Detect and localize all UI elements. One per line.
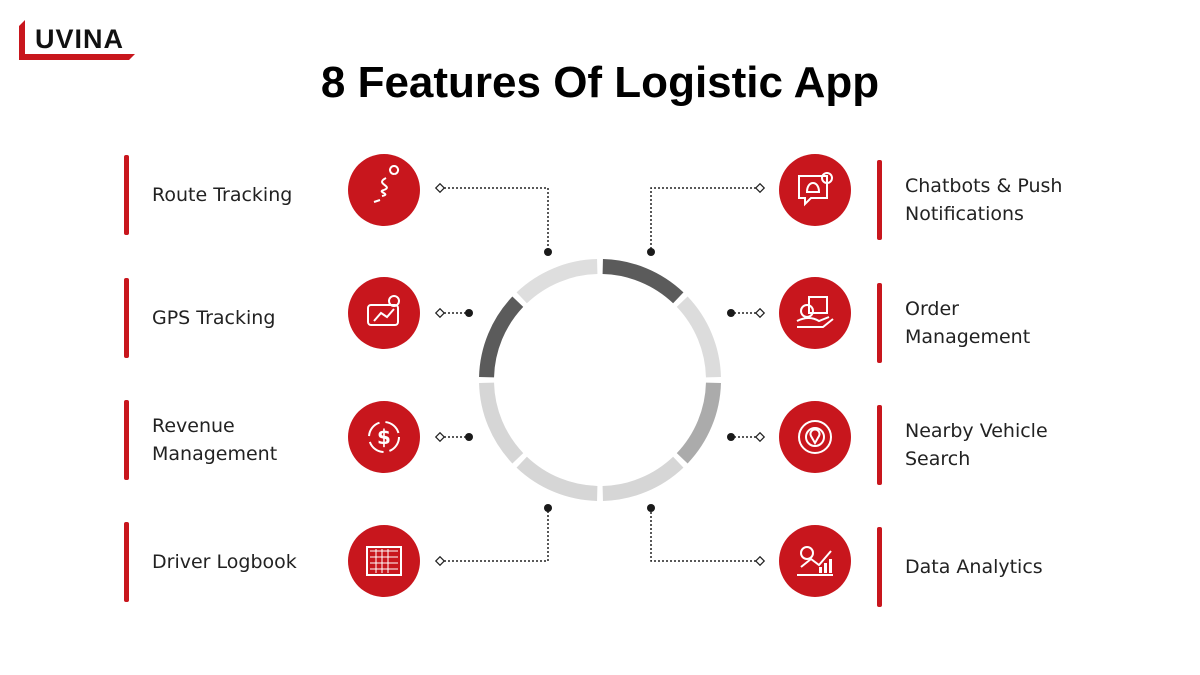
- connector-diamond: [434, 182, 446, 194]
- accent-bar: [124, 400, 129, 480]
- accent-bar: [877, 527, 882, 607]
- feature-label: Chatbots & Push Notifications: [905, 175, 1063, 225]
- connector-dot: [727, 309, 735, 317]
- feature-label: Route Tracking: [152, 184, 293, 206]
- connector-line: [650, 508, 760, 562]
- connector-diamond: [434, 307, 446, 319]
- ring-segment: [602, 259, 684, 304]
- feature-item: Driver Logbook: [0, 522, 1200, 602]
- connector-diamond: [434, 431, 446, 443]
- feature-item: Nearby Vehicle Search: [0, 405, 1200, 485]
- ring-segment: [516, 456, 598, 501]
- page-title: 8 Features Of Logistic App: [320, 58, 880, 107]
- connector-dot: [647, 504, 655, 512]
- accent-bar: [124, 278, 129, 358]
- connector-dot: [465, 433, 473, 441]
- accent-bar: [877, 283, 882, 363]
- accent-bar: [124, 522, 129, 602]
- connector-line: [440, 508, 549, 562]
- radar-location-icon: [779, 401, 851, 473]
- connector-diamond: [434, 555, 446, 567]
- accent-bar: [877, 160, 882, 240]
- connector-diamond: [754, 307, 766, 319]
- center-ring: [479, 259, 721, 501]
- connector-diamond: [754, 182, 766, 194]
- connector-diamond: [754, 431, 766, 443]
- feature-item: Revenue Management: [0, 400, 1200, 480]
- ring-segment: [479, 296, 524, 378]
- ring-segment: [602, 456, 684, 501]
- feature-label: GPS Tracking: [152, 307, 276, 329]
- connector-diamond: [754, 555, 766, 567]
- connector-line: [650, 187, 760, 252]
- feature-item: Route Tracking: [0, 155, 1200, 235]
- feature-label: Order Management: [905, 298, 1031, 348]
- ring-segment: [516, 259, 598, 304]
- feature-label: Data Analytics: [905, 556, 1043, 578]
- accent-bar: [877, 405, 882, 485]
- feature-item: Order Management: [0, 283, 1200, 363]
- package-hand-icon: [779, 277, 851, 349]
- chat-bell-icon: [779, 154, 851, 226]
- luvina-logo: UVINA: [17, 16, 137, 62]
- connector-dot: [544, 504, 552, 512]
- route-icon: [348, 154, 420, 226]
- dollar-cycle-icon: $: [348, 401, 420, 473]
- ring-segment: [479, 382, 524, 464]
- feature-label: Revenue Management: [152, 415, 278, 465]
- connector-dot: [647, 248, 655, 256]
- logbook-icon: [348, 525, 420, 597]
- ring-segment: [676, 296, 721, 378]
- feature-item: Data Analytics: [0, 527, 1200, 607]
- svg-text:$: $: [377, 425, 391, 449]
- connector-line: [440, 187, 549, 252]
- feature-label: Nearby Vehicle Search: [905, 420, 1048, 470]
- connector-dot: [727, 433, 735, 441]
- connector-dot: [544, 248, 552, 256]
- ring-segment: [676, 382, 721, 464]
- feature-item: Chatbots & Push Notifications: [0, 160, 1200, 240]
- feature-item: GPS Tracking: [0, 278, 1200, 358]
- analytics-chart-icon: [779, 525, 851, 597]
- connector-dot: [465, 309, 473, 317]
- feature-label: Driver Logbook: [152, 551, 297, 573]
- accent-bar: [124, 155, 129, 235]
- gps-map-icon: [348, 277, 420, 349]
- logo-text: UVINA: [35, 24, 125, 54]
